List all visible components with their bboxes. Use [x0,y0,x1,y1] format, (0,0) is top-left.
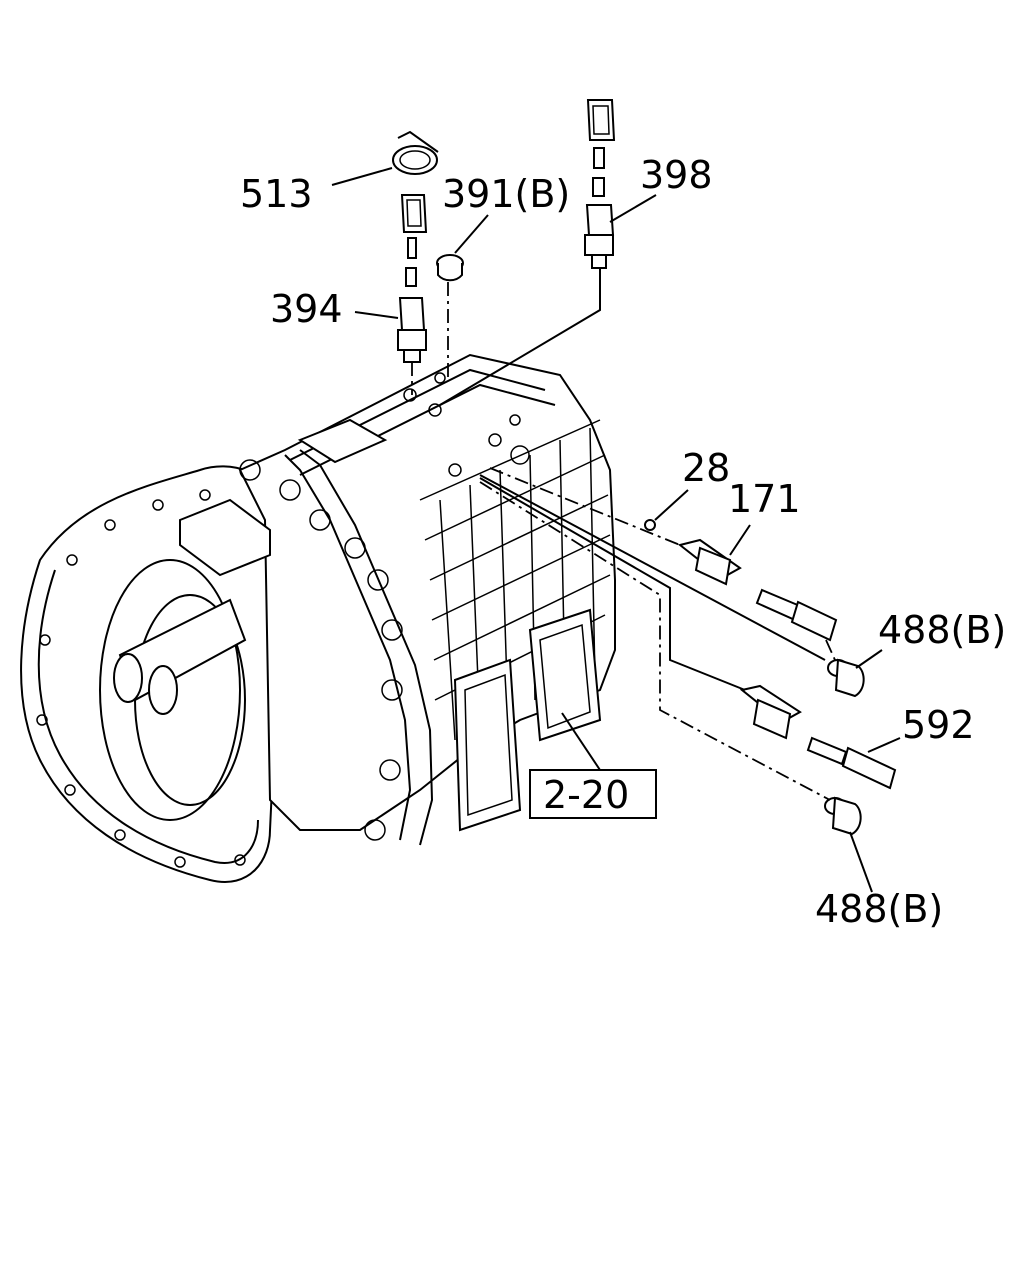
switch-394 [397,194,428,363]
callout-488b-upper: 488(B) [878,608,1006,652]
callout-171: 171 [728,477,801,521]
plug-391 [436,254,464,282]
switch-171 [677,538,838,642]
transmission-housing [20,353,616,883]
callout-398: 398 [640,153,713,197]
center-lines [411,268,836,801]
oring-28 [644,519,656,531]
callout-592: 592 [902,703,975,747]
callout-391b: 391(B) [442,172,570,216]
leader-lines [331,167,901,893]
callout-394: 394 [270,287,343,331]
switch-592 [739,684,897,790]
plug-488-lower [824,796,862,836]
reference-box [529,769,657,819]
clamp-513 [392,130,439,175]
switch-398 [584,99,616,269]
callout-28: 28 [682,446,730,490]
callout-488b-lower: 488(B) [815,887,943,931]
reference-label: 2-20 [543,773,629,817]
callout-513: 513 [240,172,313,216]
